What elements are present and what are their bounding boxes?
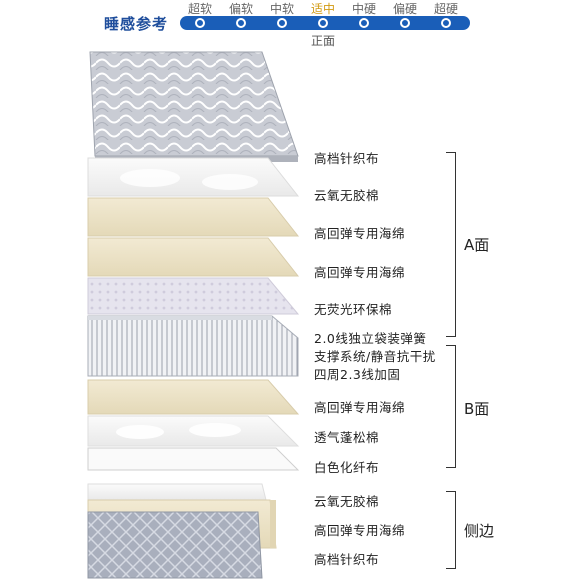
layer-white-fiber-cloth (87, 447, 300, 471)
side-knit-fabric (87, 511, 263, 579)
bracket-side-edge (446, 491, 456, 569)
scale-label-medium-soft: 中软 (269, 2, 294, 16)
scale-dot-medium-firm (359, 18, 369, 28)
layer-knit-fabric-top (89, 51, 299, 162)
scale-label-medium-firm: 中硬 (351, 2, 376, 16)
layer-cloud-cotton (87, 157, 300, 197)
layer-eco-cotton (87, 277, 300, 315)
label-support-system: 支撑系统/静音抗干扰 (314, 349, 436, 364)
scale-label-firm: 偏硬 (392, 2, 417, 16)
scale-dot-super-firm (441, 18, 451, 28)
scale-dot-firm (400, 18, 410, 28)
scale-label-super-soft: 超软 (187, 2, 212, 16)
label-side-cotton: 云氧无胶棉 (314, 494, 380, 509)
bracket-a-side (446, 152, 456, 337)
label-edge-reinforce: 四周2.3线加固 (314, 367, 401, 382)
label-white-fiber-cloth: 白色化纤布 (314, 460, 380, 475)
label-cloud-cotton: 云氧无胶棉 (314, 188, 380, 203)
scale-label-moderate: 适中 (310, 2, 335, 16)
scale-dot-medium-soft (277, 18, 287, 28)
sleep-feel-title: 睡感参考 (104, 15, 169, 33)
label-breathable-cotton: 透气蓬松棉 (314, 430, 380, 445)
scale-dot-soft (236, 18, 246, 28)
label-foam-3: 高回弹专用海绵 (314, 400, 406, 415)
layer-foam-2 (87, 237, 300, 277)
side-cotton (87, 483, 267, 501)
label-eco-cotton: 无荧光环保棉 (314, 302, 393, 317)
label-side-knit-fabric: 高档针织布 (314, 552, 380, 567)
scale-dot-moderate (318, 18, 328, 28)
label-pocket-springs: 2.0线独立袋装弹簧 (314, 331, 427, 346)
label-side-foam: 高回弹专用海绵 (314, 523, 406, 538)
layer-foam-3 (87, 379, 300, 415)
label-knit-fabric: 高档针织布 (314, 151, 380, 166)
scale-dot-super-soft (195, 18, 205, 28)
label-foam-2: 高回弹专用海绵 (314, 265, 406, 280)
label-foam-1: 高回弹专用海绵 (314, 226, 406, 241)
scale-label-soft: 偏软 (228, 2, 253, 16)
layer-pocket-springs (87, 315, 299, 377)
layer-foam-1 (87, 197, 300, 237)
group-label-side-edge: 侧边 (464, 522, 495, 540)
group-label-b-side: B面 (464, 400, 490, 418)
scale-label-super-firm: 超硬 (433, 2, 458, 16)
scale-selected-caption: 正面 (310, 34, 335, 48)
layer-breathable-cotton (87, 415, 300, 447)
bracket-b-side (446, 345, 456, 468)
group-label-a-side: A面 (464, 236, 490, 254)
